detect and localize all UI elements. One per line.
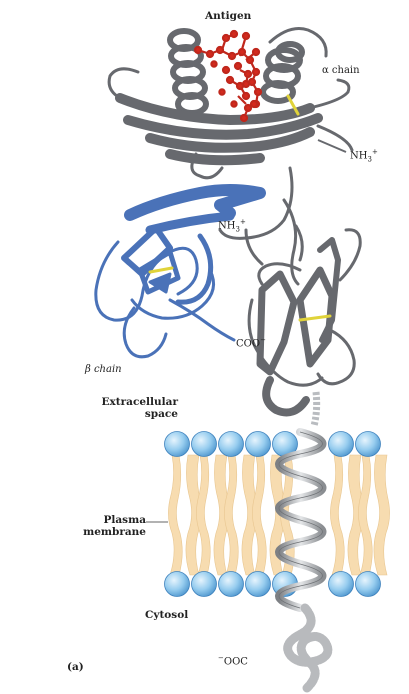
ooc-terminus: −OOC — [218, 654, 248, 668]
antigen-peptide — [193, 29, 263, 123]
lipid-heads-top — [164, 431, 381, 457]
disulfide-bonds — [148, 94, 332, 322]
nh3-terminus-beta: NH3+ — [218, 218, 246, 234]
transmembrane-helix — [275, 391, 333, 693]
beta-chain-label: β chain — [85, 364, 122, 375]
beta-chain-ribbon — [94, 184, 266, 359]
cytoplasmic-tail — [283, 603, 333, 693]
alpha2-helix — [260, 41, 305, 104]
alpha3-domain — [244, 224, 362, 417]
plasma-membrane-label: Plasma membrane — [83, 514, 146, 539]
plasma-membrane — [164, 431, 390, 597]
antigen-label: Antigen — [205, 10, 252, 22]
alpha-chain-ribbon — [107, 27, 362, 417]
alpha1-helix — [167, 28, 209, 116]
cytosol-label: Cytosol — [145, 609, 189, 621]
nh3-terminus-alpha: NH3+ — [350, 148, 378, 164]
panel-label: (a) — [67, 661, 84, 673]
alpha-sheet-platform — [115, 93, 323, 166]
lipid-heads-bottom — [164, 571, 381, 597]
coo-terminus-beta: COO− — [236, 336, 266, 350]
extracellular-label: Extracellular space — [101, 396, 178, 421]
nh3-leader — [317, 139, 347, 153]
alpha-chain-label: α chain — [322, 65, 360, 76]
